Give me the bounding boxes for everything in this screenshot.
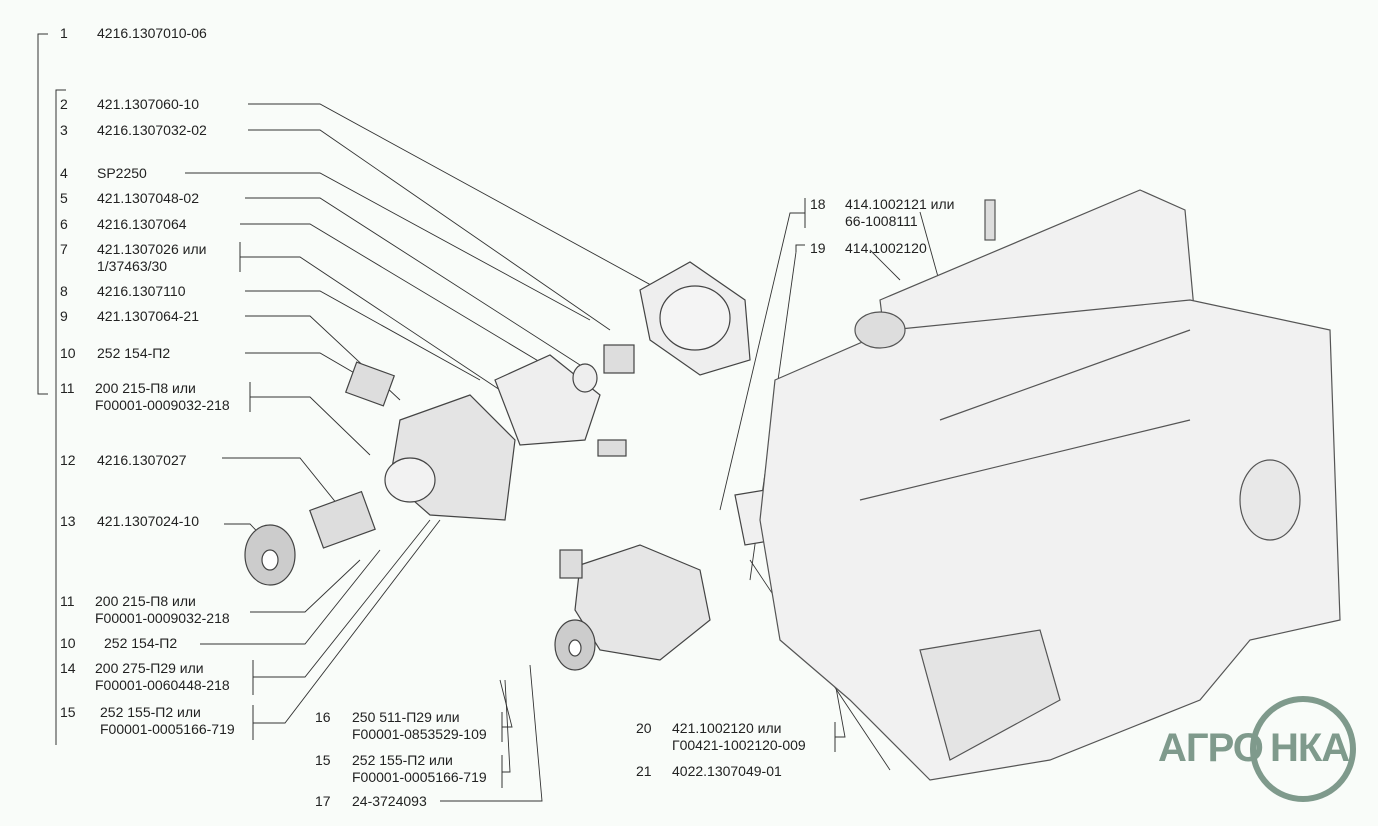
part-number: 250 511-П29 или	[352, 709, 460, 725]
callout-number: 19	[810, 240, 826, 256]
callout-number: 6	[60, 216, 68, 232]
part-number-alt: F00001-0009032-218	[95, 610, 230, 626]
part-number-alt: F00001-0009032-218	[95, 397, 230, 413]
callout-number: 16	[315, 709, 331, 725]
callout-number: 9	[60, 308, 68, 324]
callout-number: 20	[636, 720, 652, 736]
water-pump-upper	[244, 261, 751, 586]
part-number: 4216.1307064	[97, 216, 187, 232]
callout-number: 11	[60, 593, 75, 609]
part-number: 200 215-П8 или	[95, 380, 196, 396]
logo-circle	[1250, 696, 1356, 802]
agronka-logo: АГРО НКА	[1158, 696, 1358, 806]
part-number: 4216.1307110	[97, 283, 186, 299]
part-number-alt: F00001-0853529-109	[352, 726, 487, 742]
part-number: 421.1307024-10	[97, 513, 199, 529]
callout-number: 17	[315, 793, 331, 809]
callout-number: 13	[60, 513, 76, 529]
part-number: 421.1307064-21	[97, 308, 199, 324]
callout-number: 12	[60, 452, 76, 468]
part-number: 4022.1307049-01	[672, 763, 782, 779]
part-number: 24-3724093	[352, 793, 427, 809]
callout-number: 18	[810, 196, 826, 212]
part-number: 252 154-П2	[104, 635, 178, 651]
callout-number: 10	[60, 345, 76, 361]
engine-block	[759, 189, 1341, 781]
part-number-alt: Г00421-1002120-009	[672, 737, 806, 753]
callout-number: 1	[60, 25, 68, 41]
callout-number: 10	[60, 635, 76, 651]
logo-text-left: АГРО	[1158, 726, 1264, 770]
part-number-alt: 66-1008111	[845, 213, 918, 229]
part-number-alt: F00001-0005166-719	[352, 769, 487, 785]
part-number: 421.1307060-10	[97, 96, 199, 112]
logo-text-right: НКА	[1270, 726, 1350, 770]
callout-number: 21	[636, 763, 652, 779]
part-number: 421.1307026 или	[97, 241, 207, 257]
part-number: 4216.1307032-02	[97, 122, 207, 138]
part-number: 252 155-П2 или	[352, 752, 453, 768]
callout-number: 15	[315, 752, 331, 768]
callout-number: 5	[60, 190, 68, 206]
part-number: SP2250	[97, 165, 147, 181]
part-number: 252 154-П2	[97, 345, 171, 361]
part-number: 421.1002120 или	[672, 720, 782, 736]
part-number: 414.1002120	[845, 240, 927, 256]
callout-number: 3	[60, 122, 68, 138]
part-number: 200 215-П8 или	[95, 593, 196, 609]
part-number: 4216.1307010-06	[97, 25, 207, 41]
callout-number: 11	[60, 380, 75, 396]
callout-number: 2	[60, 96, 68, 112]
part-number: 414.1002121 или	[845, 196, 955, 212]
callout-number: 8	[60, 283, 68, 299]
part-number: 200 275-П29 или	[95, 660, 204, 676]
callout-number: 14	[60, 660, 76, 676]
part-number: 421.1307048-02	[97, 190, 199, 206]
callout-number: 4	[60, 165, 68, 181]
part-number: 252 155-П2 или	[100, 704, 201, 720]
part-number-alt: F00001-0060448-218	[95, 677, 230, 693]
callout-number: 15	[60, 704, 76, 720]
part-number-alt: 1/37463/30	[97, 258, 168, 274]
part-number-alt: F00001-0005166-719	[100, 721, 235, 737]
part-number: 4216.1307027	[97, 452, 187, 468]
assembly-brackets	[37, 33, 836, 788]
callout-number: 7	[60, 241, 68, 257]
